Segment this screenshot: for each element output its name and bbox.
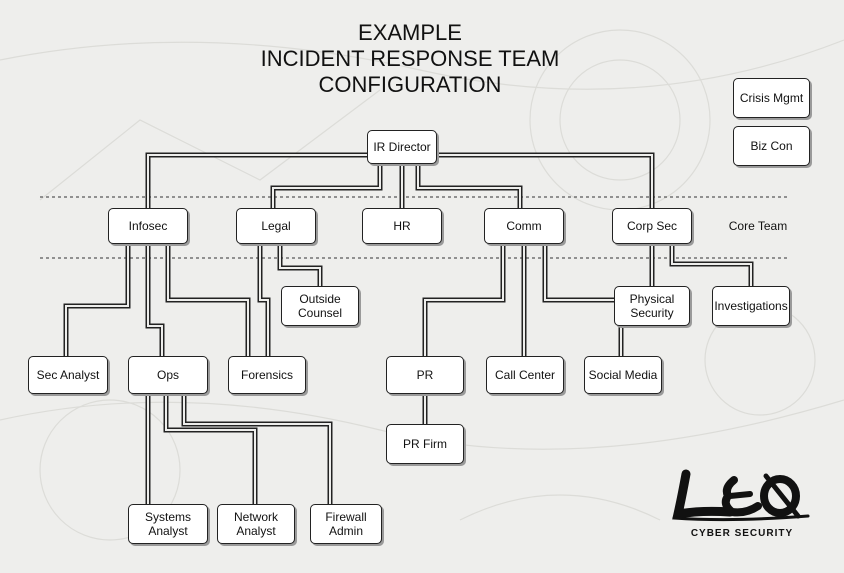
title-line-2: INCIDENT RESPONSE TEAM <box>260 46 560 71</box>
node-label: Social Media <box>588 368 658 382</box>
node-biz-con: Biz Con <box>733 126 810 166</box>
node-label: Crisis Mgmt <box>739 91 804 105</box>
conn-director-infosec-inner <box>147 154 367 208</box>
node-call-center: Call Center <box>486 356 564 394</box>
conn-ops-network-inner <box>165 394 256 504</box>
page-title: EXAMPLE INCIDENT RESPONSE TEAM CONFIGURA… <box>200 20 620 98</box>
title-line-3: CONFIGURATION <box>318 72 502 97</box>
node-label: Firewall Admin <box>325 510 367 538</box>
logo-tagline: CYBER SECURITY <box>690 528 794 539</box>
node-label: Outside Counsel <box>297 292 343 320</box>
node-pr-firm: PR Firm <box>386 424 464 464</box>
conn-director-infosec <box>145 152 367 208</box>
node-label: PR <box>416 368 434 382</box>
conn-legal-outsidecounsel-inner <box>279 244 321 286</box>
node-label: Forensics <box>240 368 293 382</box>
node-label: Ops <box>156 368 179 382</box>
conn-infosec-forensics-inner <box>167 244 249 356</box>
conn-director-corpsec <box>437 152 655 208</box>
conn-director-comm <box>415 164 523 208</box>
node-infosec: Infosec <box>108 208 188 244</box>
conn-infosec-ops-inner <box>147 244 163 356</box>
conn-infosec-secanalyst <box>63 244 131 356</box>
node-label: Call Center <box>494 368 556 382</box>
node-network-analyst: Network Analyst <box>217 504 295 544</box>
node-corp-sec: Corp Sec <box>612 208 692 244</box>
node-pr: PR <box>386 356 464 394</box>
node-firewall-admin: Firewall Admin <box>310 504 382 544</box>
conn-director-corpsec-inner <box>437 154 653 208</box>
node-label: IR Director <box>373 140 431 154</box>
connectors <box>63 152 754 504</box>
conn-director-legal-inner <box>272 164 381 208</box>
conn-comm-socialmedia-inner <box>544 244 622 356</box>
leo-logo: CYBER SECURITY <box>672 466 812 546</box>
node-physical-security: Physical Security <box>614 286 690 326</box>
conn-director-legal <box>270 164 383 208</box>
leo-brush-mark-icon <box>672 469 810 522</box>
node-forensics: Forensics <box>228 356 306 394</box>
node-label: Investigations <box>714 299 788 313</box>
node-label: HR <box>393 219 411 233</box>
node-crisis-mgmt: Crisis Mgmt <box>733 78 810 118</box>
conn-infosec-ops <box>145 244 165 356</box>
node-label: PR Firm <box>403 437 447 451</box>
conn-corpsec-investigations-inner <box>671 244 752 286</box>
node-label: Systems Analyst <box>144 510 191 538</box>
node-label: Corp Sec <box>626 219 678 233</box>
node-label: Infosec <box>128 219 168 233</box>
conn-legal-forensics-inner <box>259 244 269 356</box>
node-investigations: Investigations <box>712 286 790 326</box>
node-outside-counsel: Outside Counsel <box>281 286 359 326</box>
title-line-1: EXAMPLE <box>358 20 462 45</box>
conn-legal-outsidecounsel <box>277 244 323 286</box>
node-ir-director: IR Director <box>367 130 437 164</box>
node-label: Physical Security <box>629 292 675 320</box>
conn-comm-pr-inner <box>424 244 504 356</box>
node-label: Sec Analyst <box>36 368 100 382</box>
node-label: Biz Con <box>750 139 793 153</box>
core-team-label: Core Team <box>728 219 788 233</box>
node-label: Legal <box>261 219 291 233</box>
node-legal: Legal <box>236 208 316 244</box>
node-comm: Comm <box>484 208 564 244</box>
conn-ops-network <box>163 394 258 504</box>
conn-director-comm-inner <box>417 164 521 208</box>
node-social-media: Social Media <box>584 356 662 394</box>
node-hr: HR <box>362 208 442 244</box>
conn-infosec-secanalyst-inner <box>65 244 129 356</box>
node-systems-analyst: Systems Analyst <box>128 504 208 544</box>
conn-ops-firewall-inner <box>183 394 331 504</box>
node-sec-analyst: Sec Analyst <box>28 356 108 394</box>
node-ops: Ops <box>128 356 208 394</box>
node-label: Comm <box>506 219 542 233</box>
node-label: Network Analyst <box>233 510 278 538</box>
